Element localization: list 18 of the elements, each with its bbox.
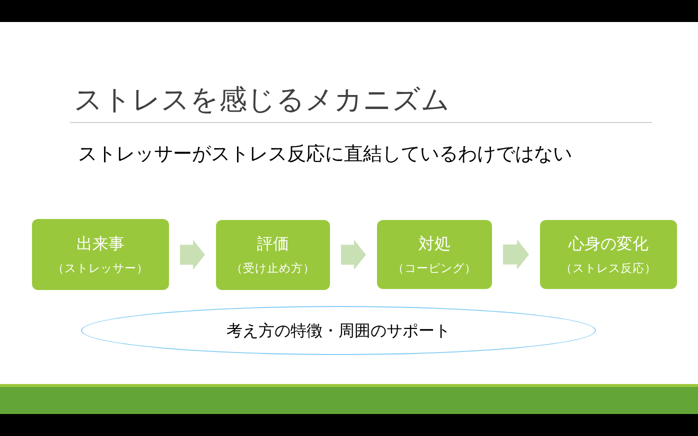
step-subtitle: （コーピング） bbox=[392, 262, 476, 276]
step-heading: 対処 bbox=[418, 234, 450, 253]
step-subtitle: （ストレス反応） bbox=[560, 262, 656, 276]
process-box bbox=[540, 220, 677, 289]
block-arrow bbox=[503, 240, 529, 270]
support-text: 考え方の特徴・周囲のサポート bbox=[226, 320, 450, 340]
step-heading: 出来事 bbox=[76, 234, 124, 253]
subtitle-text: ストレッサーがストレス反応に直結しているわけではない bbox=[78, 142, 572, 167]
step-heading: 評価 bbox=[257, 234, 289, 254]
block-arrow bbox=[341, 240, 366, 270]
step-subtitle: （受け止め方） bbox=[231, 262, 315, 276]
slide-title: ストレスを感じるメカニズム bbox=[74, 82, 450, 118]
process-box bbox=[377, 220, 492, 289]
step-heading: 心身の変化 bbox=[568, 234, 648, 253]
step-subtitle: （ストレッサー） bbox=[52, 262, 148, 276]
process-box bbox=[216, 220, 330, 290]
block-arrow bbox=[180, 240, 205, 270]
process-box bbox=[32, 219, 169, 290]
